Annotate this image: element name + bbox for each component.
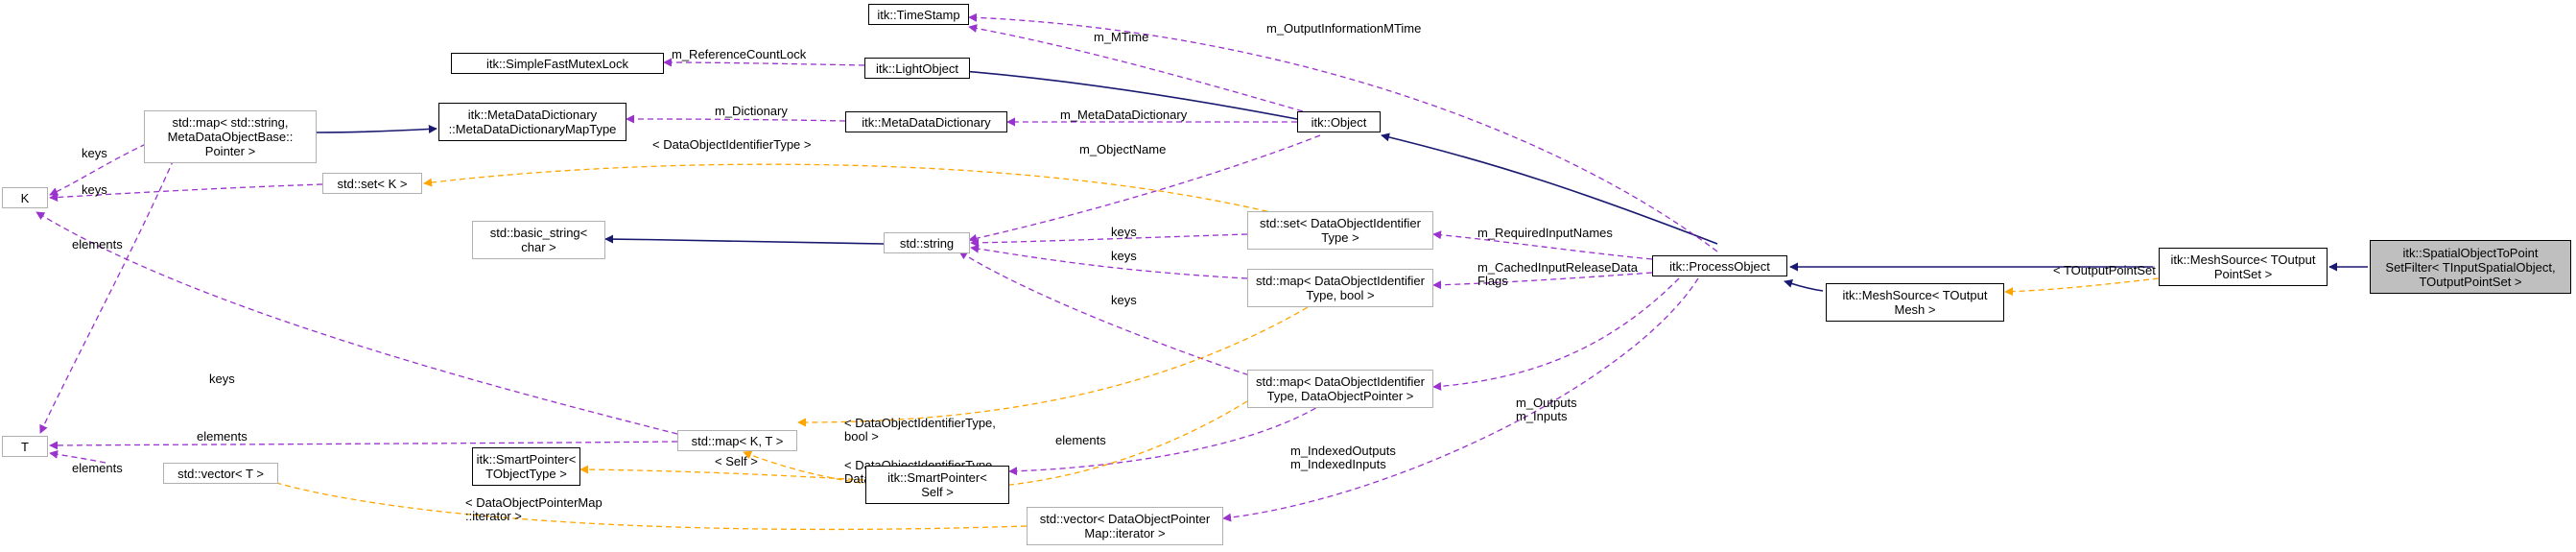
label-keys-map-kt: keys (209, 372, 235, 386)
edge-map-bool-to-string (970, 244, 1248, 279)
node-std-map-data-object-identifier-bool[interactable]: std::map< DataObjectIdentifier Type, boo… (1247, 269, 1433, 307)
label-m-required-input-names: m_RequiredInputNames (1477, 226, 1613, 240)
edge-object-to-timestamp (968, 24, 1304, 112)
label-m-meta-data-dictionary: m_MetaDataDictionary (1060, 108, 1188, 122)
edge-map-kt-to-k (35, 211, 678, 435)
label-toutput-point-set: < TOutputPointSet > (2053, 263, 2166, 277)
edge-process-object-to-set-identifier (1432, 230, 1653, 260)
label-elements-map-t: elements (72, 237, 123, 252)
node-mesh-source-toutput-mesh[interactable]: itk::MeshSource< TOutput Mesh > (1826, 283, 2004, 322)
node-std-string[interactable]: std::string (884, 232, 970, 253)
label-self: < Self > (715, 454, 758, 468)
node-std-map-data-object-identifier-pointer[interactable]: std::map< DataObjectIdentifier Type, Dat… (1247, 370, 1433, 408)
label-keys-set-k: keys (82, 182, 107, 197)
node-meta-data-dictionary[interactable]: itk::MetaDataDictionary (845, 111, 1007, 132)
edge-process-object-to-timestamp (968, 12, 1718, 252)
node-t[interactable]: T (2, 436, 48, 457)
label-m-dictionary: m_Dictionary (715, 104, 788, 118)
edge-smart-pointer-self-to-smart-pointer-tobject (579, 465, 864, 481)
edge-object-to-string (968, 134, 1321, 243)
edge-vector-t-to-t (49, 449, 106, 464)
edge-light-object-to-mutex-lock (663, 58, 865, 67)
label-keys-map-pointer-string: keys (1111, 293, 1137, 307)
edge-map-pointer-to-string (958, 251, 1267, 382)
label-keys-map-k: keys (82, 146, 107, 160)
edge-object-to-light-object (950, 66, 1298, 120)
node-smart-pointer-self[interactable]: itk::SmartPointer< Self > (865, 466, 1009, 504)
node-object[interactable]: itk::Object (1297, 111, 1381, 132)
label-data-object-identifier-type: < DataObjectIdentifierType > (652, 137, 811, 152)
node-simple-fast-mutex-lock[interactable]: itk::SimpleFastMutexLock (451, 53, 664, 74)
label-keys-set-string: keys (1111, 225, 1137, 239)
label-elements-map-kt: elements (197, 429, 248, 444)
label-m-output-information-mtime: m_OutputInformationMTime (1266, 21, 1421, 36)
node-std-set-data-object-identifier[interactable]: std::set< DataObjectIdentifier Type > (1247, 211, 1433, 250)
edge-vector-pointer-map-to-vector-t (256, 475, 1028, 531)
node-smart-pointer-tobject-type[interactable]: itk::SmartPointer< TObjectType > (472, 447, 580, 486)
edge-meta-dictionary-to-map-type (626, 114, 846, 124)
node-meta-data-dictionary-map-type[interactable]: itk::MetaDataDictionary ::MetaDataDictio… (438, 103, 626, 141)
edge-mesh-source-mesh-to-process-object (1784, 279, 1824, 292)
edge-map-kt-to-t (49, 441, 678, 450)
label-m-object-name: m_ObjectName (1079, 142, 1166, 156)
label-m-mtime: m_MTime (1094, 30, 1148, 44)
node-process-object[interactable]: itk::ProcessObject (1652, 255, 1787, 276)
node-k[interactable]: K (2, 187, 48, 208)
label-data-object-identifier-type-bool: < DataObjectIdentifierType,bool > (844, 416, 996, 444)
node-mesh-source-toutput-point-set[interactable]: itk::MeshSource< TOutput PointSet > (2159, 248, 2328, 286)
node-std-set-k[interactable]: std::set< K > (322, 173, 422, 194)
edge-process-object-to-map-pointer (1432, 277, 1680, 391)
node-std-basic-string[interactable]: std::basic_string< char > (472, 221, 605, 259)
node-std-map-k-t[interactable]: std::map< K, T > (677, 430, 797, 451)
edge-map-metadata-to-t (39, 150, 178, 434)
node-light-object[interactable]: itk::LightObject (864, 58, 970, 79)
edge-process-object-to-map-bool (1432, 272, 1653, 290)
label-elements-vector-t: elements (72, 461, 123, 475)
node-spatial-object-to-point-set-filter[interactable]: itk::SpatialObjectToPoint SetFilter< TIn… (2370, 240, 2571, 294)
edge-set-identifier-to-set-k (423, 163, 1306, 222)
node-timestamp[interactable]: itk::TimeStamp (868, 4, 969, 25)
edge-map-metadata-to-dictionary-map-type (316, 124, 437, 133)
label-keys-map-bool-string: keys (1111, 249, 1137, 263)
label-data-object-pointer-map-iterator: < DataObjectPointerMap::iterator > (465, 495, 603, 523)
edge-map-bool-to-map-kt (797, 297, 1325, 427)
label-m-reference-count-lock: m_ReferenceCountLock (672, 47, 807, 61)
edge-process-object-to-vector-pointer-map (1222, 277, 1699, 522)
node-std-vector-t[interactable]: std::vector< T > (163, 463, 278, 484)
edge-map-pointer-to-map-kt (743, 400, 1248, 490)
label-elements-smart-pointer: elements (1055, 433, 1106, 447)
edge-map-metadata-to-k (49, 143, 147, 196)
node-std-map-metadata[interactable]: std::map< std::string, MetaDataObjectBas… (144, 110, 317, 163)
node-std-vector-data-object-pointer-map[interactable]: std::vector< DataObjectPointer Map::iter… (1027, 507, 1223, 545)
edge-string-to-basic-string (604, 234, 885, 245)
edge-set-k-to-k (49, 183, 323, 203)
edge-mesh-source-point-set-to-mesh-source-mesh (2004, 277, 2160, 297)
edge-process-object-to-object (1381, 132, 1718, 245)
edge-set-identifier-to-string (970, 233, 1248, 248)
